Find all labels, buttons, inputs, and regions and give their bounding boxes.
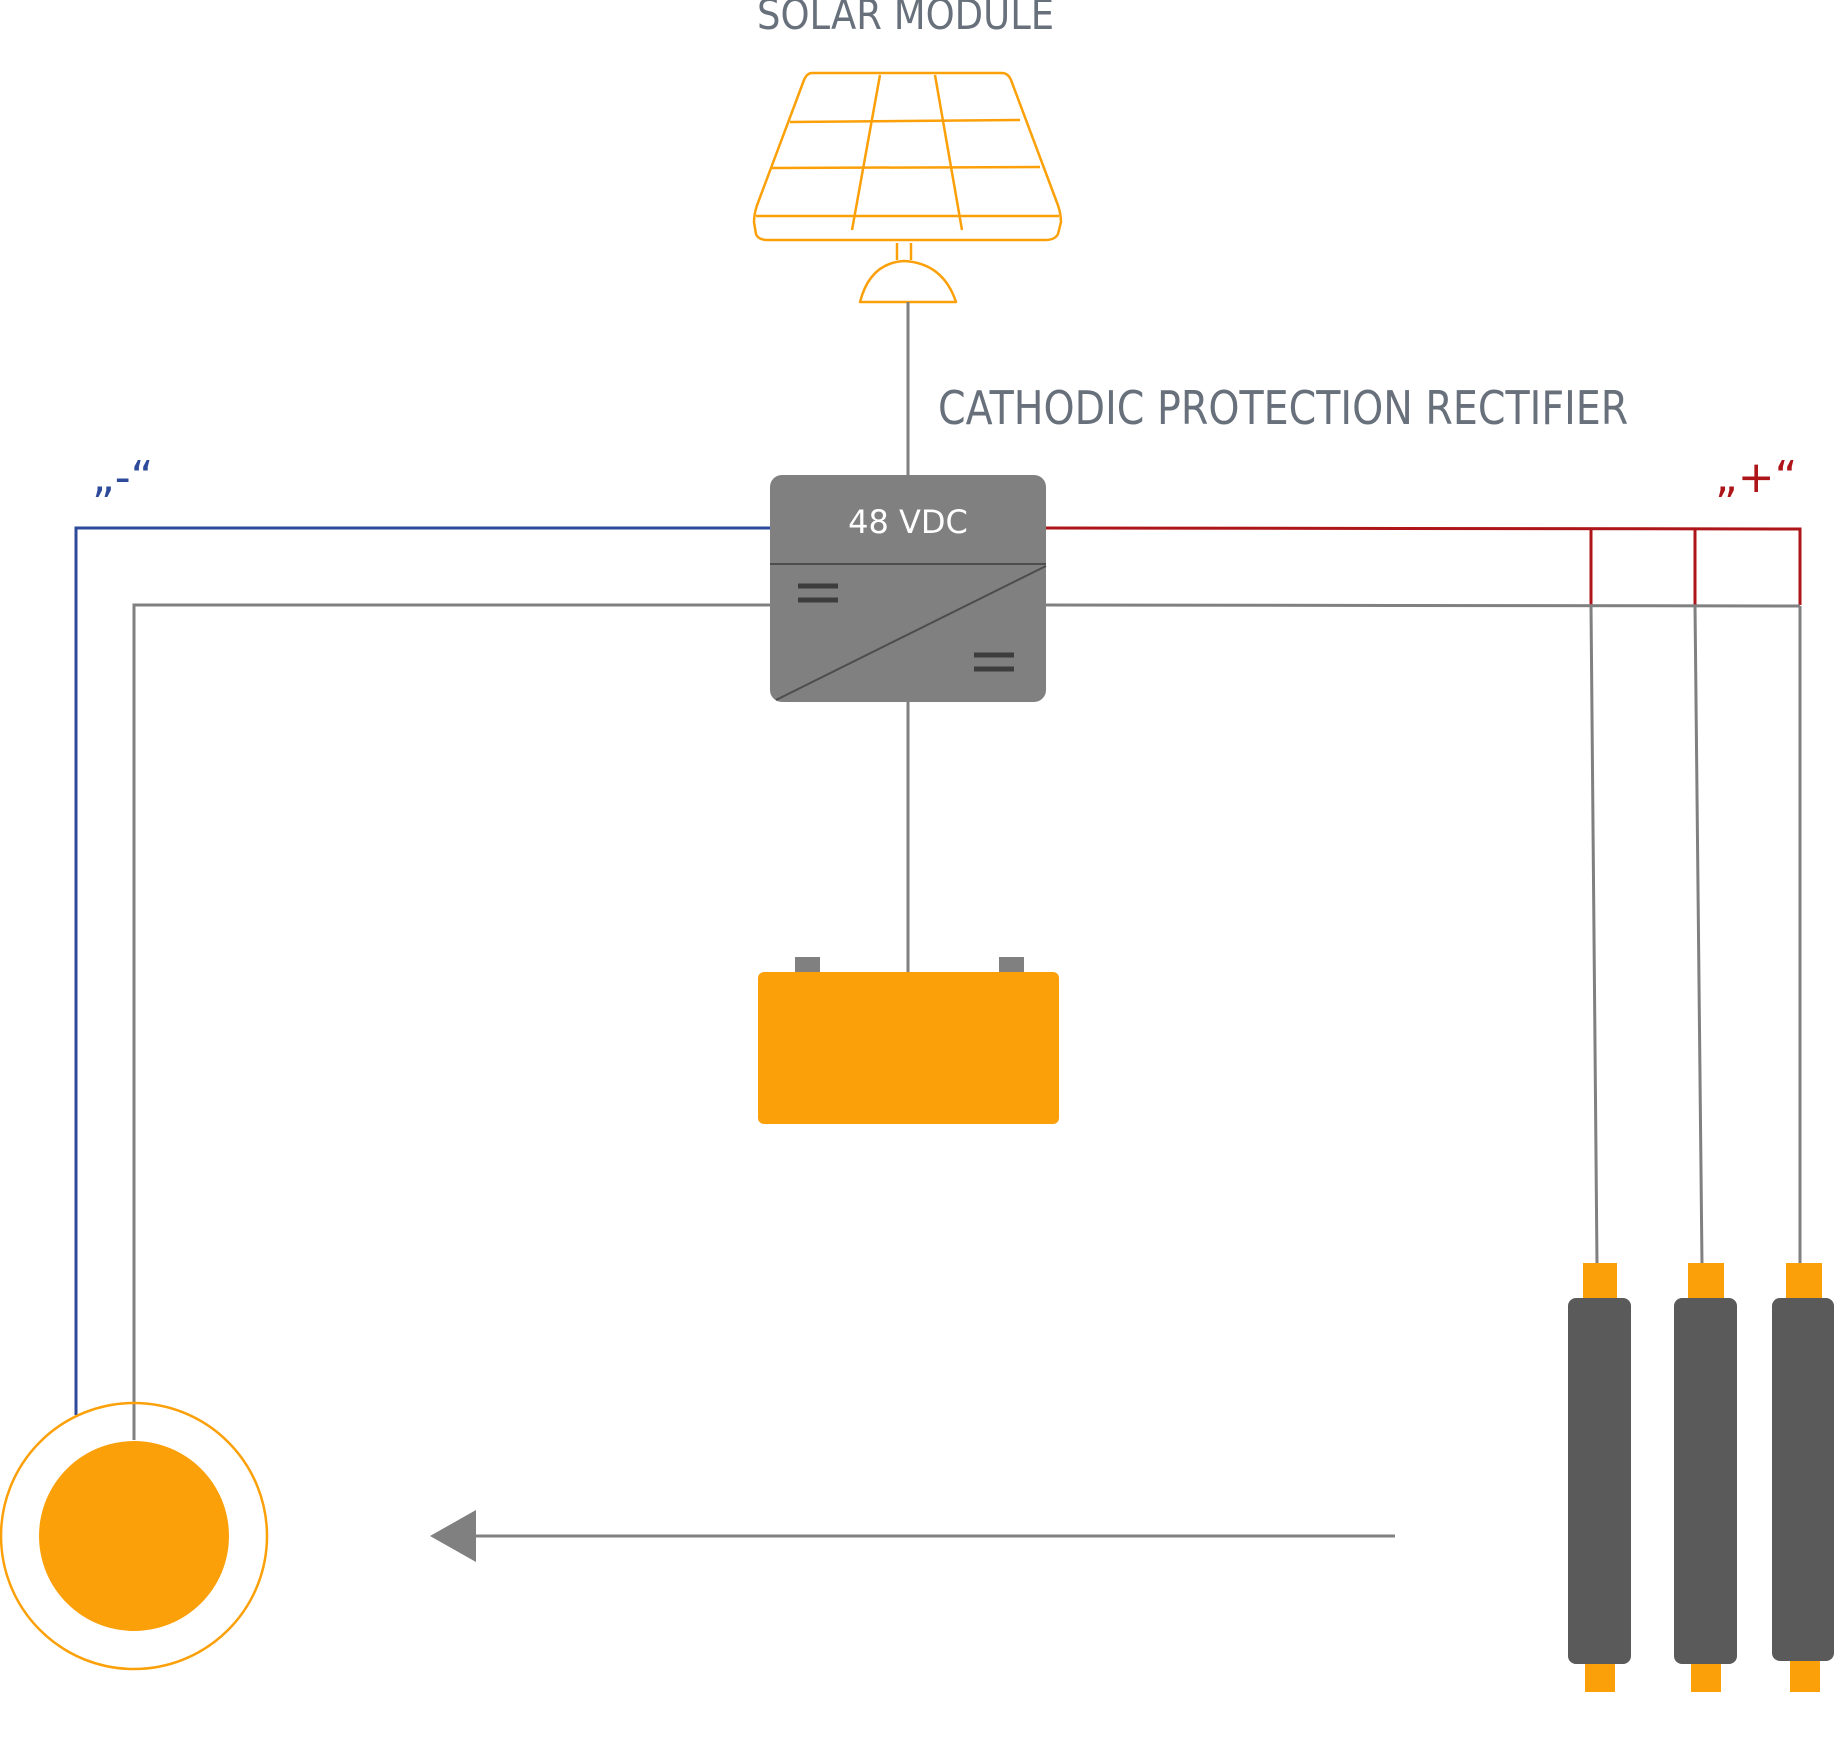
rectifier-box [770, 475, 1047, 702]
protected-structure-icon [0, 1401, 269, 1671]
anode-3-icon [1772, 1263, 1834, 1692]
positive-terminal-label: „+“ [1715, 452, 1798, 503]
rectifier-label: CATHODIC PROTECTION RECTIFIER [938, 381, 1629, 435]
dc-input-symbol-icon [798, 583, 838, 603]
solar-module-label: SOLAR MODULE [757, 0, 1055, 39]
dc-output-symbol-icon [974, 652, 1014, 672]
negative-wire [74, 526, 770, 1415]
anode-wires [1045, 603, 1802, 1266]
current-flow-arrow-icon [430, 1510, 1395, 1562]
battery-icon [758, 957, 1059, 1124]
negative-terminal-label: „-“ [92, 452, 154, 503]
anode-2-icon [1674, 1263, 1737, 1692]
structure-wire [132, 603, 770, 1440]
voltage-label: 48 VDC [848, 503, 968, 541]
solar-module-icon [752, 71, 1063, 304]
positive-wire [1045, 526, 1802, 605]
anode-1-icon [1568, 1263, 1631, 1692]
